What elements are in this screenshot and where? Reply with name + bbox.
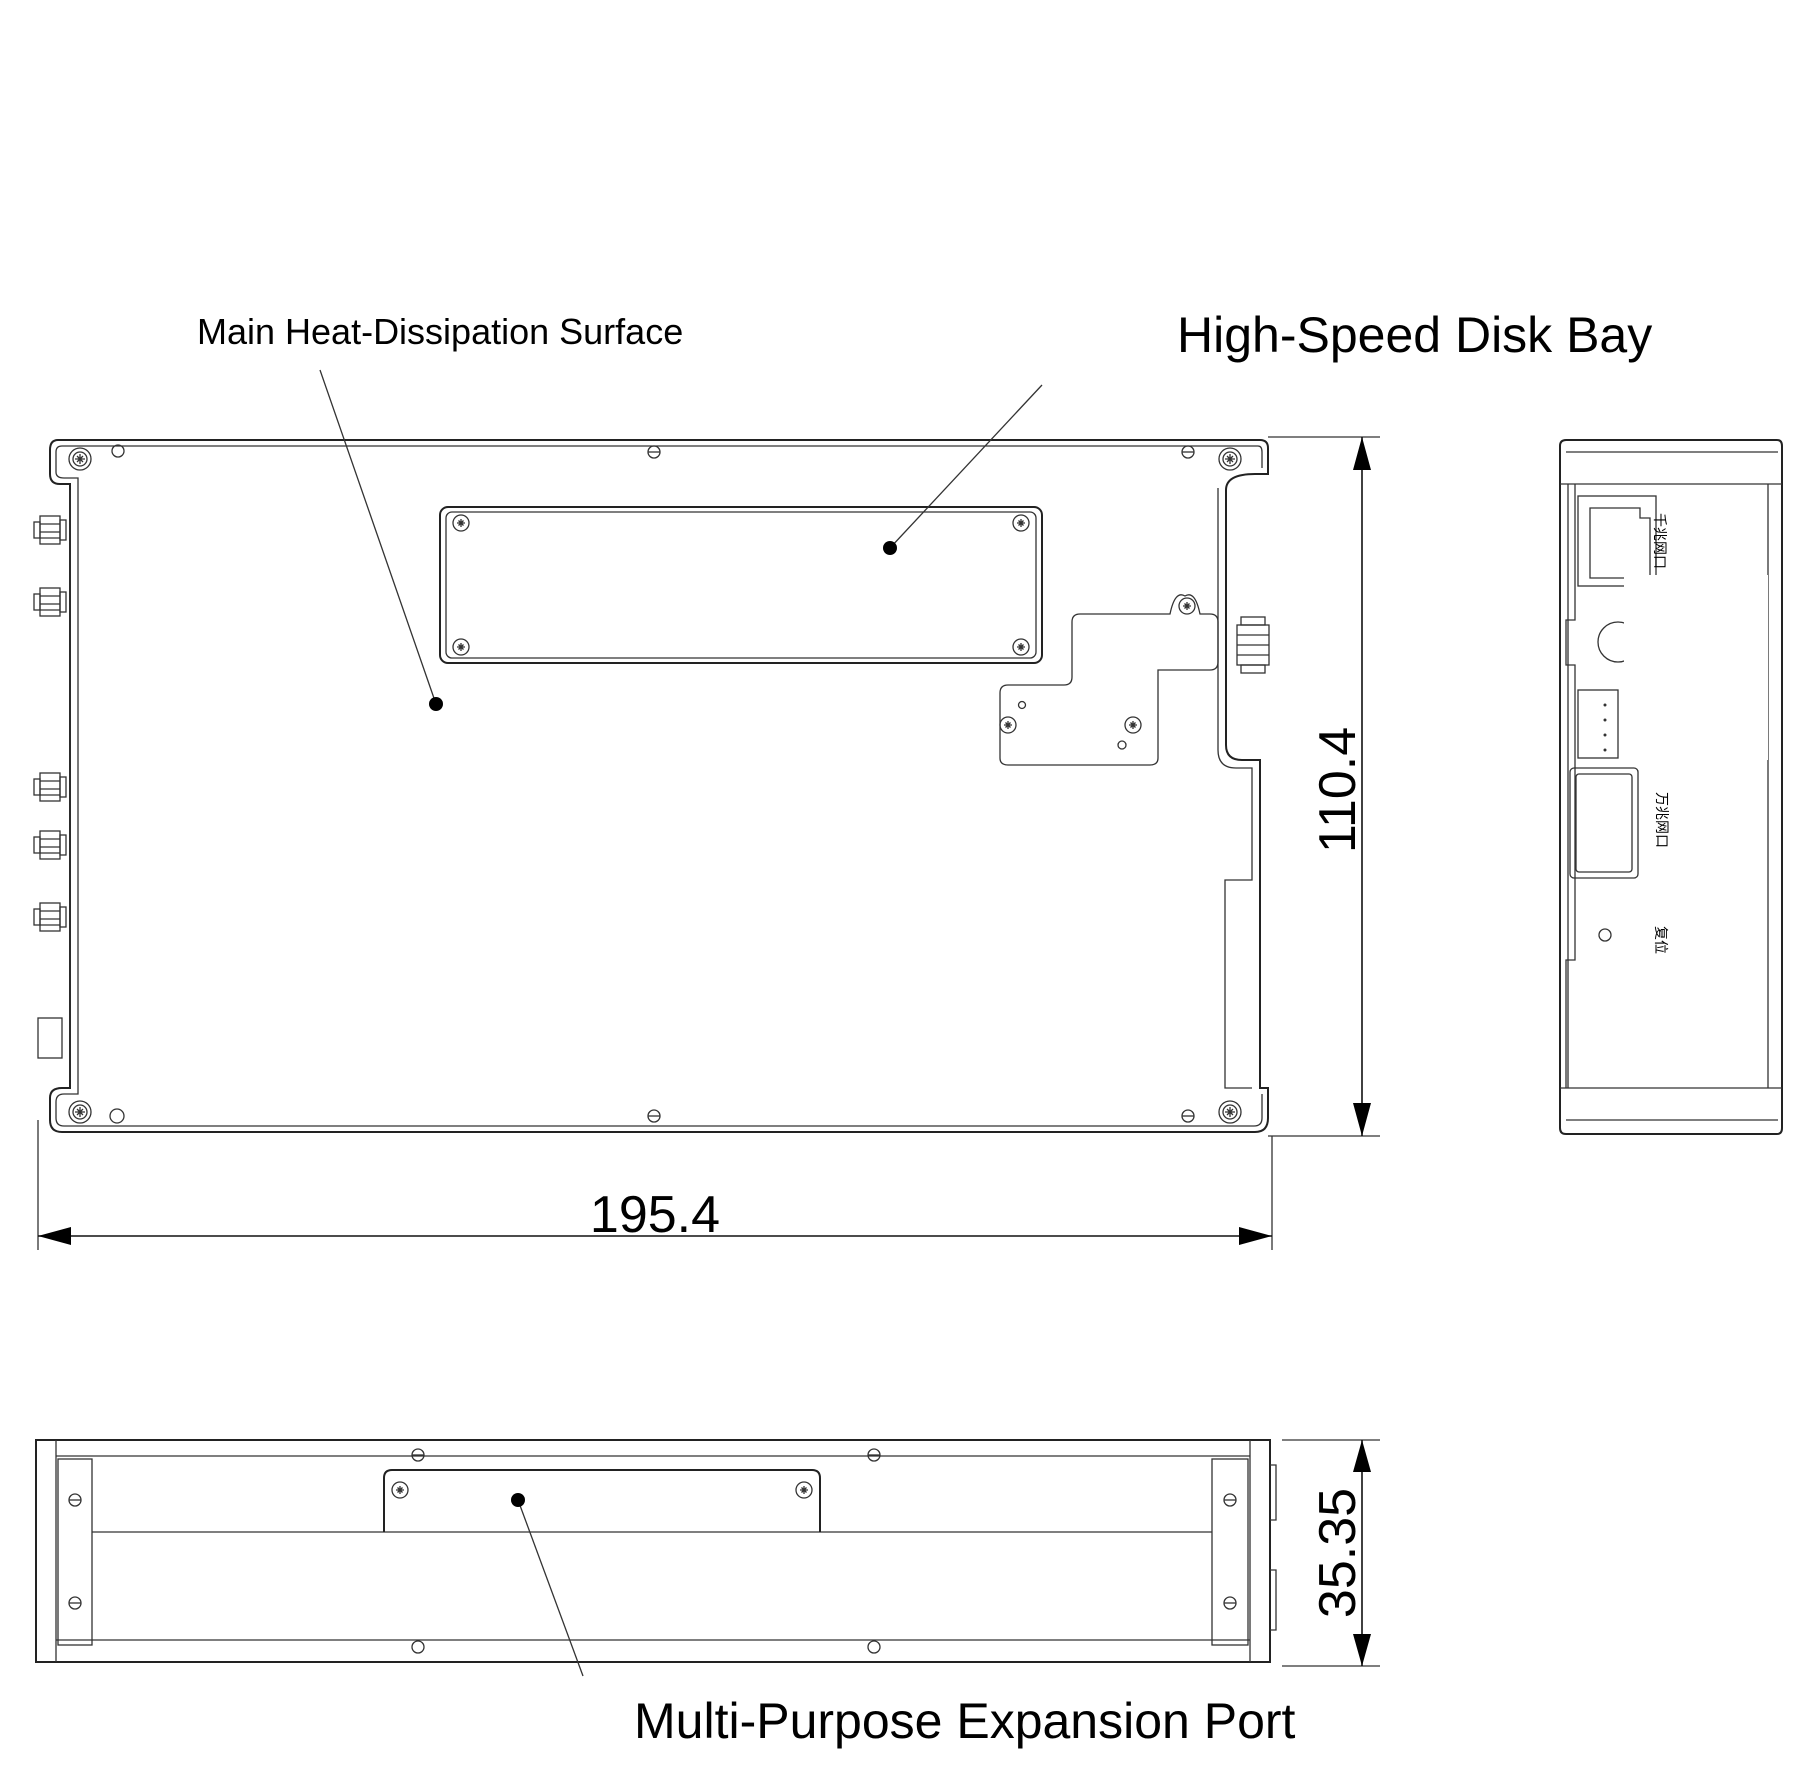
ten-gigabit-port-label: 万兆网口	[1654, 792, 1670, 848]
side-view: 千兆网口 万兆网口 复位	[1559, 439, 1783, 1135]
heat-surface-label: Main Heat-Dissipation Surface	[197, 311, 683, 352]
expansion-port-label: Multi-Purpose Expansion Port	[634, 1693, 1296, 1749]
reset-label: 复位	[1653, 926, 1669, 954]
top-view	[33, 369, 1270, 1133]
depth-dimension	[1282, 1439, 1380, 1667]
disk-bay-label: High-Speed Disk Bay	[1177, 307, 1652, 363]
height-dimension	[1268, 436, 1380, 1137]
width-value: 195.4	[590, 1186, 720, 1244]
height-value: 110.4	[1309, 727, 1367, 853]
front-view	[35, 1439, 1277, 1677]
depth-value: 35.35	[1309, 1488, 1367, 1618]
gigabit-port-label: 千兆网口	[1652, 513, 1668, 569]
width-dimension	[37, 1120, 1273, 1250]
